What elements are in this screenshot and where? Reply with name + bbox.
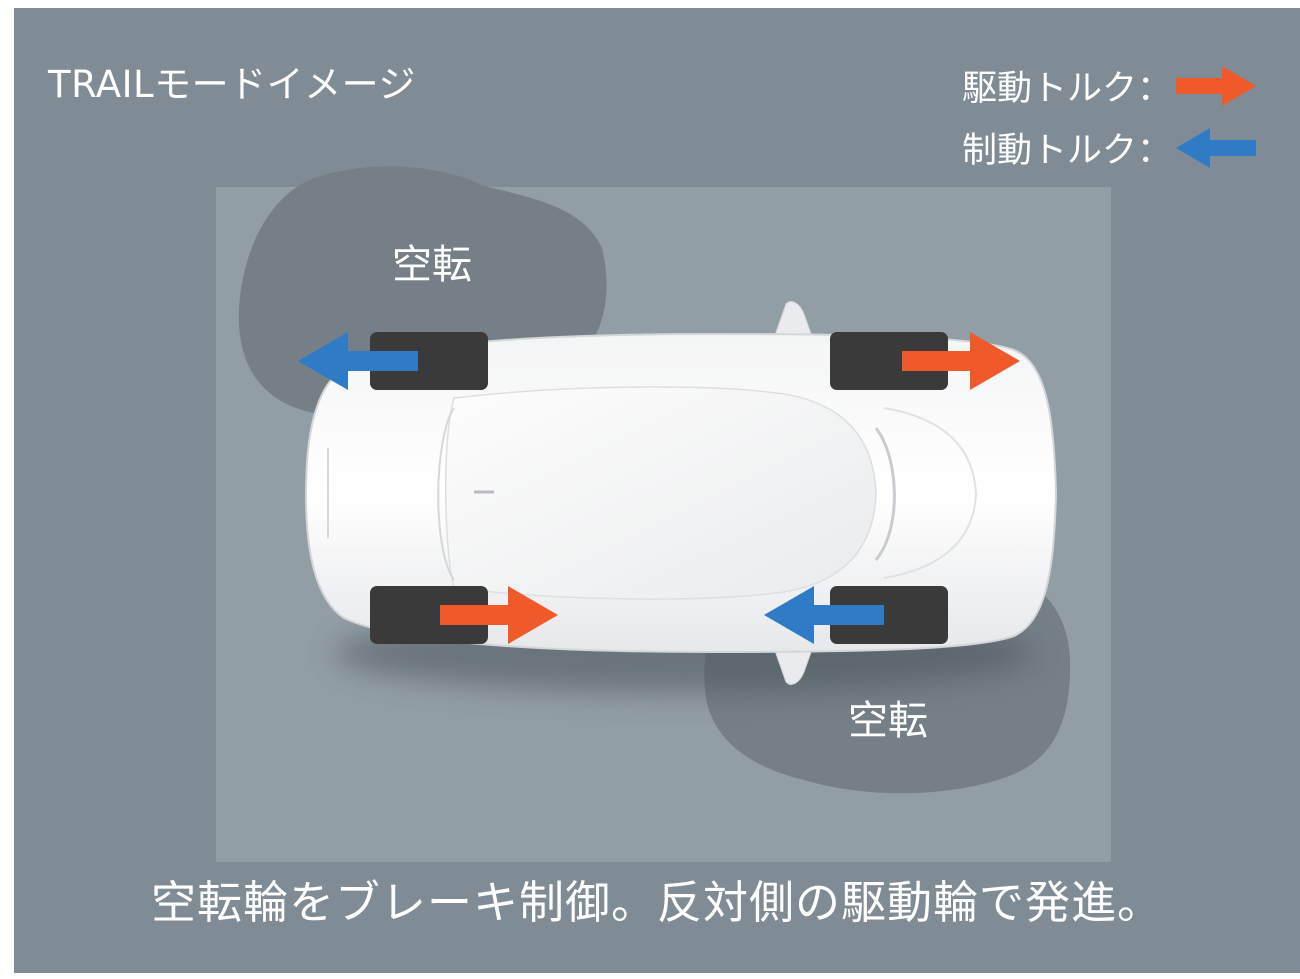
trail-mode-diagram: 空転 空転 [216, 166, 1111, 862]
mirror-top [773, 301, 815, 343]
diagram-title: TRAILモードイメージ [48, 63, 416, 106]
brake-arrow-rear-left [298, 332, 418, 390]
car-roof [445, 386, 877, 600]
wheel-rear-right [370, 586, 488, 644]
legend-brake: 制動トルク： [962, 122, 1256, 173]
slip-label-top-left: 空転 [392, 242, 472, 288]
legend-drive: 駆動トルク： [962, 60, 1256, 111]
legend-brake-label: 制動トルク： [961, 131, 1172, 171]
wheel-front-right [830, 586, 948, 644]
hood-line [883, 407, 978, 579]
wheel-front-left [830, 332, 948, 390]
diagram-canvas: 空転 空転 TRAILモードイメージ 駆動トルク： 制動トルク： 空転輪をブレー… [14, 8, 1300, 973]
brake-arrow-front-right [764, 586, 884, 644]
diagram-caption: 空転輪をブレーキ制御。反対側の駆動輪で発進。 [150, 876, 1163, 929]
mirror-bottom [773, 643, 815, 685]
wheel-rear-left [370, 332, 488, 390]
legend-drive-label: 駆動トルク： [961, 69, 1172, 109]
drive-arrow-icon [1176, 65, 1256, 106]
slip-label-bottom-right: 空転 [848, 698, 928, 744]
rear-glass-line [437, 407, 455, 581]
windshield-line [874, 427, 896, 561]
drive-arrow-rear-right [440, 586, 558, 644]
brake-arrow-icon [1176, 127, 1256, 168]
drive-arrow-front-left [902, 332, 1020, 390]
